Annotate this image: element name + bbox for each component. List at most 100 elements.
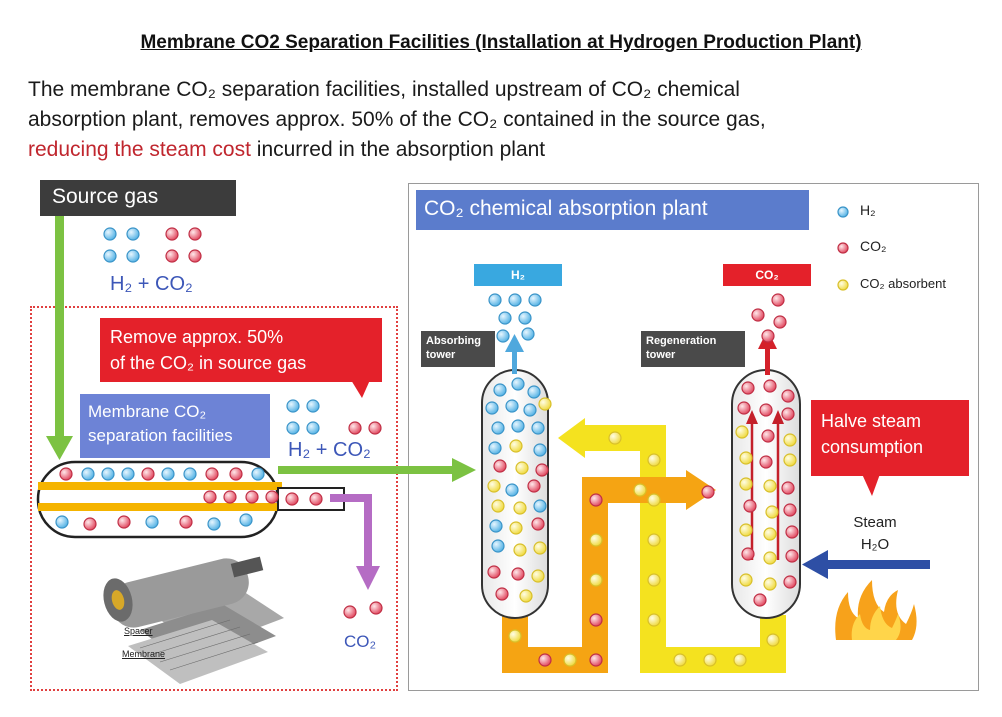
h2-molecule	[489, 519, 503, 533]
absorbent-molecule	[783, 433, 797, 447]
permeate-co2-arrow	[330, 494, 380, 590]
co2-molecule	[223, 490, 237, 504]
source-gas-label: Source gas	[40, 180, 236, 216]
co2-molecule	[265, 490, 279, 504]
membrane-facility-label: Membrane CO₂ separation facilities	[80, 394, 270, 458]
h2-molecule	[306, 399, 320, 413]
h2-molecule	[498, 311, 512, 325]
h2-molecule	[145, 515, 159, 529]
co2-molecule	[343, 605, 357, 619]
regeneration-label-line-1: Regeneration	[646, 335, 717, 347]
membrane-section-frame	[30, 306, 398, 691]
co2-molecule	[527, 479, 541, 493]
co2-molecule	[741, 381, 755, 395]
h2-molecule	[161, 467, 175, 481]
co2-molecule	[753, 593, 767, 607]
co2-molecule	[783, 575, 797, 589]
co2-molecule	[511, 567, 525, 581]
intro-line-1: The membrane CO₂ separation facilities, …	[28, 78, 740, 101]
absorbent-molecule	[765, 505, 779, 519]
h2-molecule	[286, 399, 300, 413]
co2-molecule	[245, 490, 259, 504]
absorbing-label-line-1: Absorbing	[426, 335, 481, 347]
co2-molecule	[493, 459, 507, 473]
absorbent-molecule	[515, 461, 529, 475]
h2-molecule	[521, 327, 535, 341]
absorbent-molecule	[763, 551, 777, 565]
absorbent-molecule	[763, 577, 777, 591]
callout-steam-line-1: Halve steam	[821, 411, 922, 431]
absorbent-molecule	[513, 543, 527, 557]
h2-molecule	[493, 383, 507, 397]
co2-molecule	[751, 308, 765, 322]
callout-steam-pointer	[862, 474, 880, 496]
intro-text: The membrane CO₂ separation facilities, …	[28, 75, 978, 165]
intro-line-3-rest: incurred in the absorption plant	[250, 138, 546, 161]
co2-molecule	[589, 613, 603, 627]
co2-molecule	[743, 499, 757, 513]
steam-arrow	[802, 550, 930, 579]
regeneration-label-line-2: tower	[646, 349, 676, 361]
absorbent-molecule	[647, 533, 661, 547]
absorbent-molecule	[735, 425, 749, 439]
absorbent-molecule	[491, 499, 505, 513]
co2-out-label: CO₂	[344, 632, 377, 651]
h2-molecule	[533, 443, 547, 457]
source-mix-label: H₂ + CO₂	[110, 273, 193, 295]
absorbent-molecule	[739, 523, 753, 537]
h2-molecule	[491, 421, 505, 435]
co2-molecule	[495, 587, 509, 601]
absorbent-molecule	[739, 451, 753, 465]
co2-molecule	[761, 329, 775, 343]
h2-molecule	[126, 227, 140, 241]
intro-line-3: reducing the steam cost incurred in the …	[28, 135, 978, 165]
absorbent-molecule	[531, 569, 545, 583]
absorbent-molecule	[703, 653, 717, 667]
h2-molecule	[523, 403, 537, 417]
h2-outlet-arrow	[505, 334, 524, 374]
h2-molecule	[239, 513, 253, 527]
co2-molecule	[487, 565, 501, 579]
absorbent-molecule	[508, 629, 522, 643]
absorbent-molecule	[763, 527, 777, 541]
co2-molecule	[205, 467, 219, 481]
absorbent-molecule	[739, 477, 753, 491]
absorbent-molecule	[837, 279, 849, 291]
absorbent-molecule	[589, 533, 603, 547]
absorbent-molecule	[647, 573, 661, 587]
co2-molecule	[781, 481, 795, 495]
h2-molecule	[103, 249, 117, 263]
h2-molecule	[511, 419, 525, 433]
callout-remove-line-2: of the CO₂ in source gas	[110, 353, 307, 373]
membrane-part-label: Membrane	[122, 649, 166, 659]
co2-molecule	[785, 525, 799, 539]
absorbent-molecule	[563, 653, 577, 667]
callout-remove-co2: Remove approx. 50% of the CO₂ in source …	[100, 318, 382, 382]
co2-molecule	[535, 463, 549, 477]
absorbent-molecule	[509, 439, 523, 453]
h2-molecule	[508, 293, 522, 307]
co2-molecule	[781, 407, 795, 421]
absorbent-molecule	[533, 541, 547, 555]
membrane-label-line-2: separation facilities	[88, 426, 233, 445]
h2-molecule	[121, 467, 135, 481]
absorbent-molecule	[509, 521, 523, 535]
co2-molecule	[771, 293, 785, 307]
absorbent-molecule	[538, 397, 552, 411]
source-gas-arrow	[46, 216, 73, 460]
co2-molecule	[369, 601, 383, 615]
h2-molecule	[103, 227, 117, 241]
absorbent-molecule	[487, 479, 501, 493]
absorbent-molecule	[739, 573, 753, 587]
legend-h2-label: H₂	[860, 202, 876, 218]
h2-molecule	[505, 483, 519, 497]
h2-molecule	[528, 293, 542, 307]
spacer-label: Spacer	[124, 626, 153, 636]
h2-molecule	[306, 421, 320, 435]
absorbing-tower-label: Absorbing tower	[421, 331, 495, 367]
co2-molecule	[589, 493, 603, 507]
steam-label-line-2: H₂O	[860, 536, 890, 553]
h2-molecule	[101, 467, 115, 481]
h2-molecule	[81, 467, 95, 481]
